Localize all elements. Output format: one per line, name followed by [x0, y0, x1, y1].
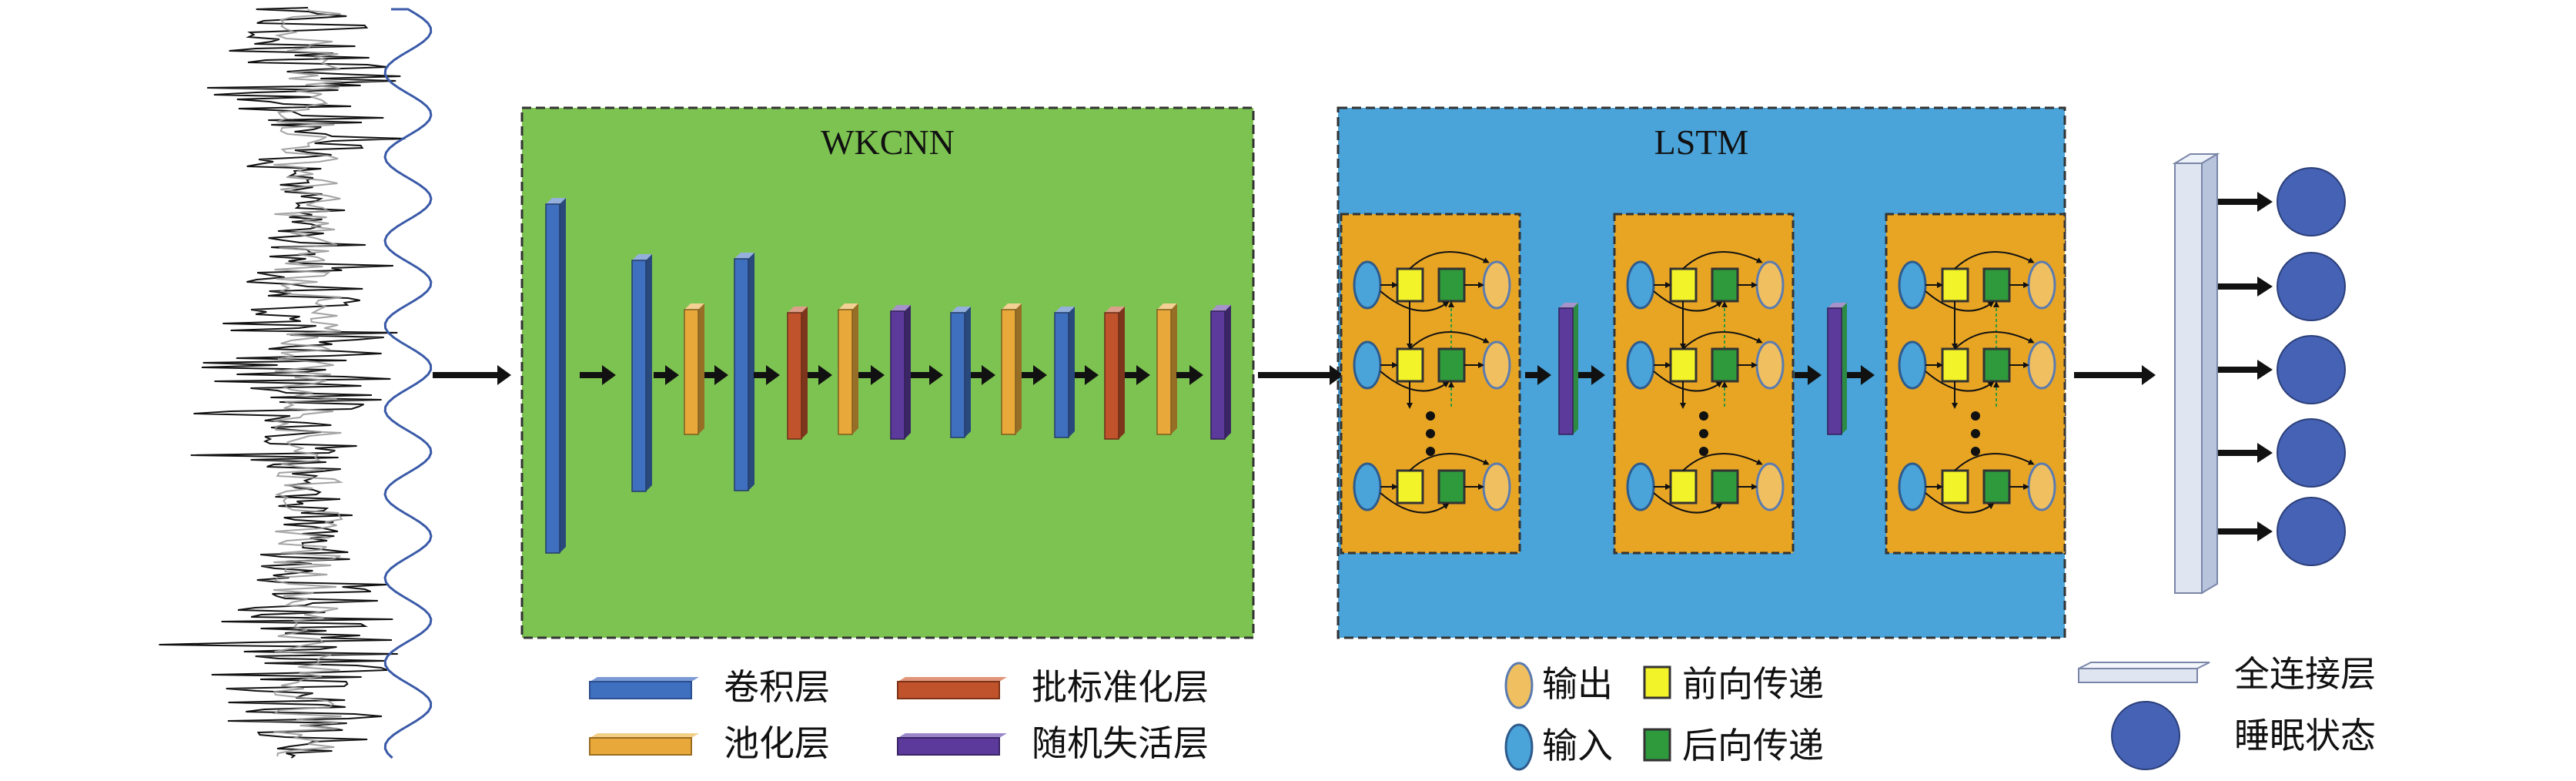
- output-node: [1755, 260, 1785, 310]
- backward-unit: [1437, 347, 1466, 383]
- sleep-state-node: [2277, 167, 2346, 236]
- fully-connected-layer: [2172, 153, 2220, 595]
- input-node: [1353, 340, 1382, 390]
- legend-bn-label: 批标准化层: [1032, 666, 1209, 708]
- forward-unit: [1396, 469, 1424, 504]
- sleep-state-node: [2277, 252, 2346, 321]
- output-node: [1755, 340, 1785, 390]
- backward-unit: [1437, 469, 1466, 504]
- legend-conv-swatch: [589, 677, 699, 699]
- sleep-state-node: [2277, 418, 2346, 488]
- ellipsis-dot: [1426, 447, 1435, 456]
- output-node: [1755, 462, 1785, 511]
- eeg-trace-overlay: [272, 8, 344, 757]
- sleep-state-nodes: [2277, 167, 2346, 566]
- ellipsis-dot: [1971, 447, 1980, 456]
- lstm-cell: [1885, 213, 2066, 555]
- legend-pool-swatch: [589, 733, 699, 756]
- dropout-layer: [1210, 305, 1231, 440]
- legend-output-oval: [1504, 662, 1534, 709]
- output-node: [1482, 340, 1511, 390]
- flow-arrows: [433, 192, 2273, 541]
- legend-bn-swatch: [897, 677, 1007, 699]
- forward-unit: [1669, 347, 1698, 383]
- sleep-state-node: [2277, 497, 2346, 566]
- dropout-layer: [1558, 303, 1578, 435]
- conv-layer: [950, 307, 971, 438]
- legend-backward-label: 后向传递: [1682, 725, 1824, 766]
- legend-input-label: 输入: [1542, 725, 1613, 766]
- bn-layer: [787, 307, 808, 440]
- backward-unit: [1711, 347, 1739, 383]
- pool-layer: [838, 303, 858, 435]
- forward-unit: [1941, 469, 1969, 504]
- forward-unit: [1396, 347, 1424, 383]
- lstm-cells: [1340, 213, 2066, 555]
- lstm-cell: [1340, 213, 1521, 555]
- ellipsis-dot: [1426, 411, 1435, 421]
- ellipsis-dot: [1699, 411, 1708, 421]
- dropout-layer: [1827, 303, 1847, 435]
- output-node: [2027, 462, 2056, 511]
- forward-unit: [1396, 267, 1424, 303]
- output-node: [2027, 260, 2056, 310]
- legend-sleep-circle: [2111, 701, 2180, 770]
- legend-forward-square: [1643, 665, 1671, 699]
- legend-conv-label: 卷积层: [724, 666, 830, 708]
- input-node: [1898, 462, 1927, 511]
- legend-dropout-swatch: [897, 733, 1007, 756]
- lstm-title: LSTM: [1654, 122, 1749, 162]
- legend-fc-swatch: [2078, 662, 2210, 683]
- output-node: [2027, 340, 2056, 390]
- pool-layer: [1156, 303, 1177, 435]
- ellipsis-dot: [1426, 429, 1435, 438]
- conv-layer: [734, 253, 754, 491]
- backward-unit: [1711, 469, 1739, 504]
- sleep-state-node: [2277, 335, 2346, 404]
- input-node: [1353, 260, 1382, 310]
- legend-dropout-label: 随机失活层: [1032, 722, 1209, 764]
- legend-fc-label: 全连接层: [2234, 653, 2376, 695]
- forward-unit: [1941, 347, 1969, 383]
- output-node: [1482, 260, 1511, 310]
- wkcnn-title: WKCNN: [821, 122, 955, 162]
- backward-unit: [1982, 267, 2011, 303]
- input-node: [1626, 340, 1655, 390]
- legend-backward-square: [1643, 728, 1671, 762]
- conv-layer: [545, 198, 566, 554]
- ellipsis-dot: [1971, 429, 1980, 438]
- forward-unit: [1669, 469, 1698, 504]
- forward-unit: [1669, 267, 1698, 303]
- pool-layer: [684, 303, 704, 435]
- input-node: [1353, 462, 1382, 511]
- backward-unit: [1711, 267, 1739, 303]
- input-node: [1626, 260, 1655, 310]
- ellipsis-dot: [1971, 411, 1980, 421]
- legend-input-oval: [1504, 723, 1534, 771]
- conv-layer: [1054, 307, 1075, 438]
- legend-output-label: 输出: [1542, 663, 1613, 705]
- legend-pool-label: 池化层: [724, 722, 830, 764]
- legend-sleep-label: 睡眠状态: [2234, 715, 2376, 756]
- bn-layer: [1104, 307, 1125, 440]
- backward-unit: [1437, 267, 1466, 303]
- input-node: [1626, 462, 1655, 511]
- forward-unit: [1941, 267, 1969, 303]
- output-node: [1482, 462, 1511, 511]
- dropout-layer: [890, 305, 911, 440]
- backward-unit: [1982, 347, 2011, 383]
- input-node: [1898, 340, 1927, 390]
- pool-layer: [1001, 303, 1022, 435]
- conv-layer: [631, 254, 652, 492]
- ellipsis-dot: [1699, 429, 1708, 438]
- eeg-signal-icon: [159, 7, 406, 759]
- legend-forward-label: 前向传递: [1682, 663, 1824, 705]
- backward-unit: [1982, 469, 2011, 504]
- input-node: [1898, 260, 1927, 310]
- wkcnn-layers: [545, 198, 1231, 554]
- ellipsis-dot: [1699, 447, 1708, 456]
- sine-wave-icon: [383, 8, 433, 759]
- lstm-cell: [1613, 213, 1795, 555]
